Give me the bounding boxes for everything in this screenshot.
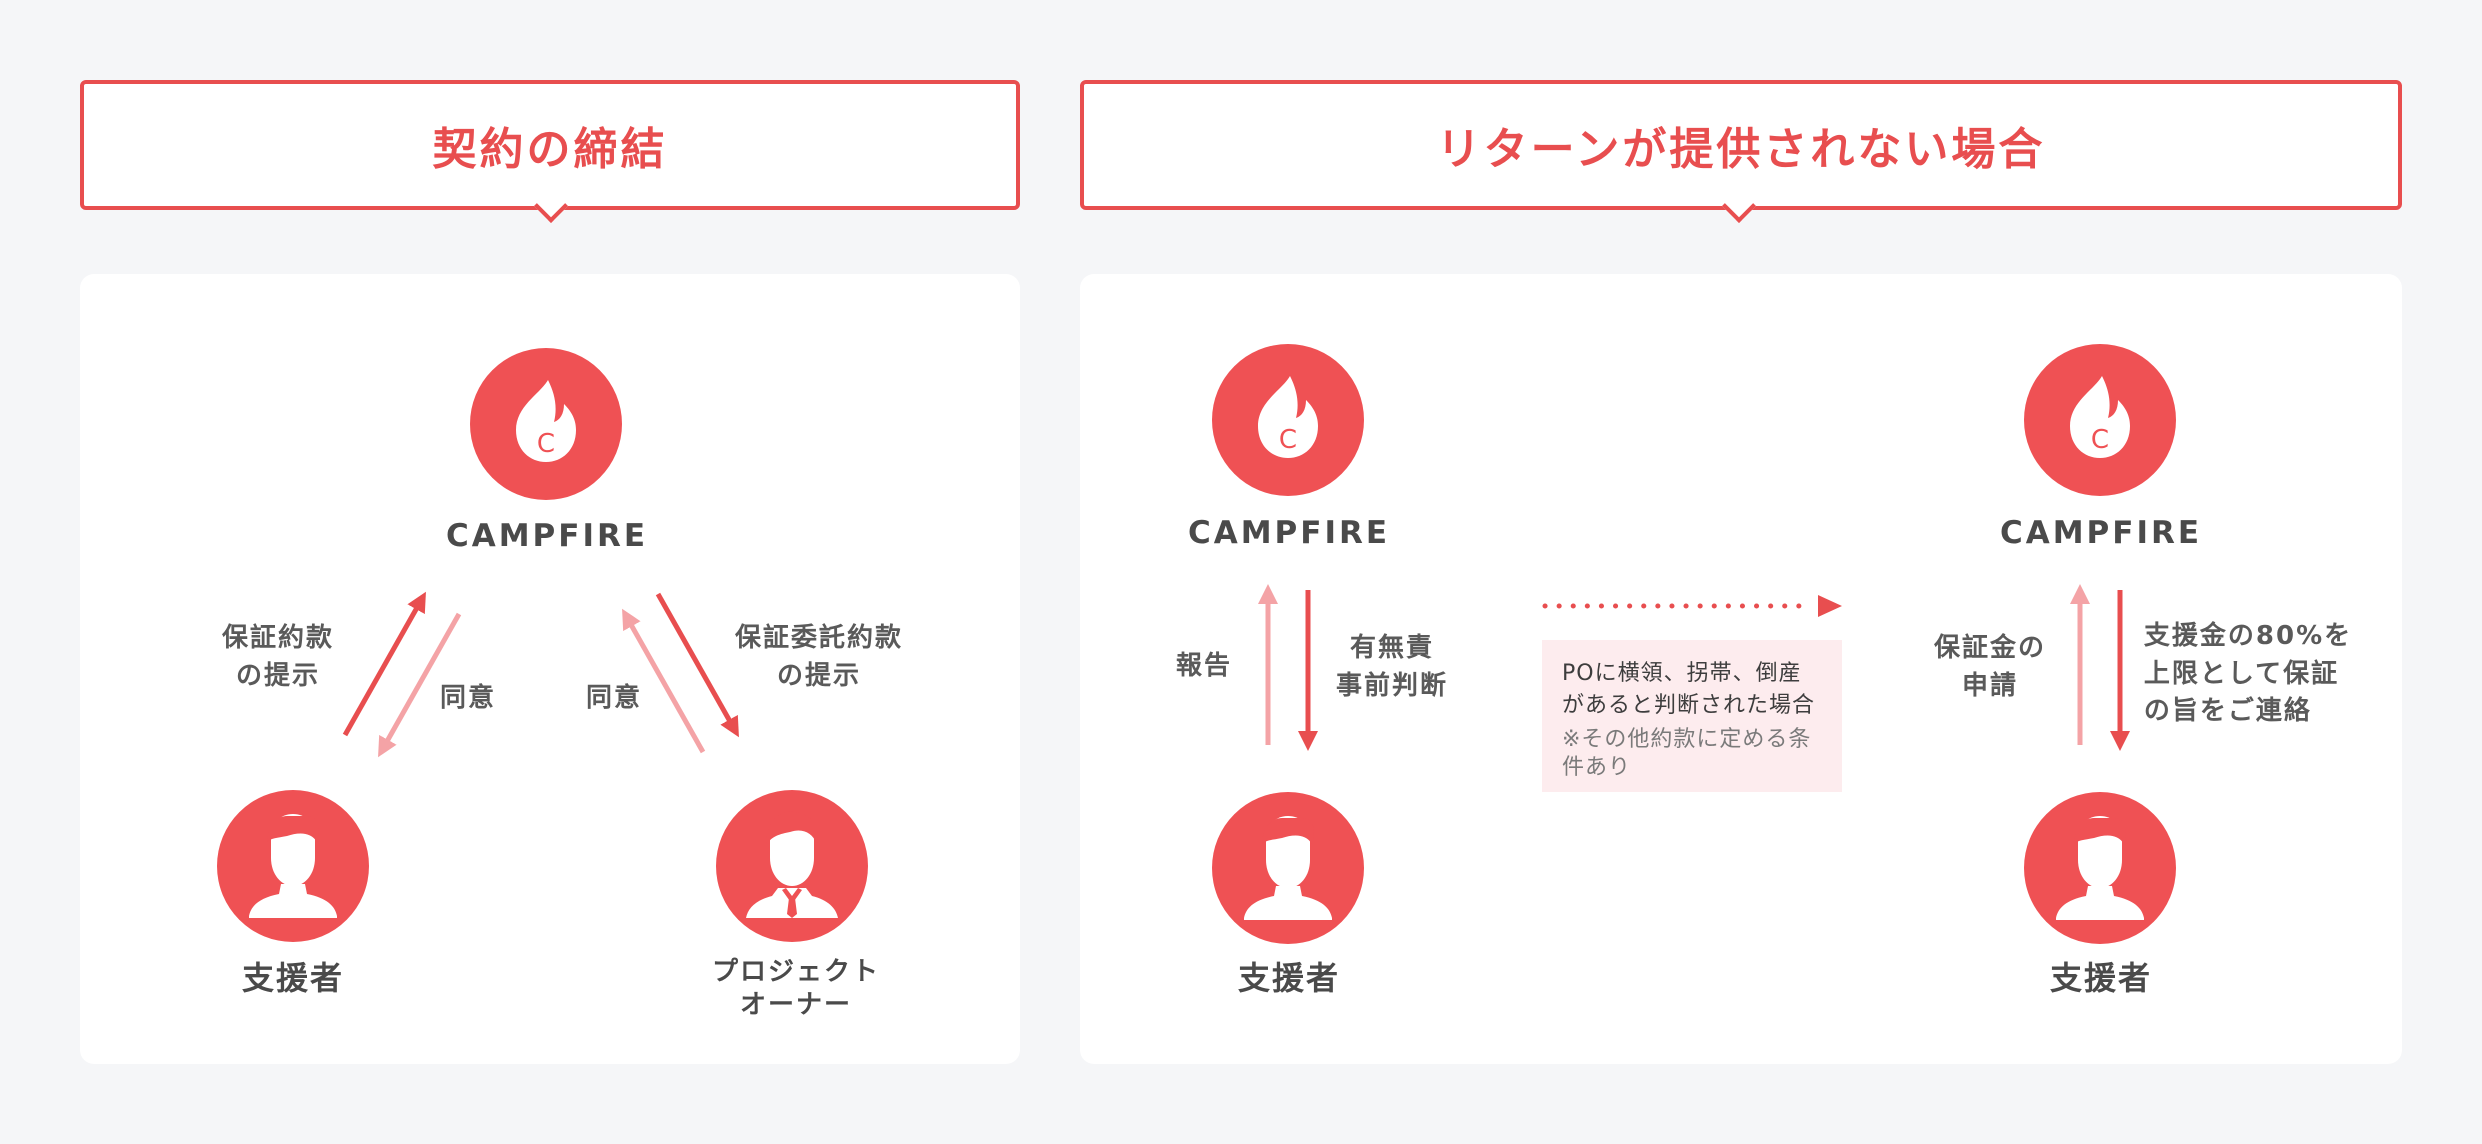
supporter-label: 支援者 [241,959,345,997]
annotation-supporter-agree: 同意 [439,683,497,713]
supporter-person-icon-left [1212,792,1364,944]
annotation-contact: 支援金の80%を 上限として保証 の旨をご連絡 [2143,621,2353,727]
condition-note-sub: ※その他約款に定める条 件あり [1562,726,1812,781]
campfire-label-right: CAMPFIRE [1999,515,2203,551]
campfire-logo-icon-right [2024,344,2176,496]
project-owner-label: プロジェクト オーナー [711,957,881,1020]
supporter-person-icon [217,790,369,942]
supporter-person-icon-right [2024,792,2176,944]
annotation-terms-offer: 保証約款 の提示 [221,623,335,691]
annotation-apply: 保証金の 申請 [1933,633,2047,701]
arrow-supporter-agree [378,612,462,758]
condition-note: POに横領、拐帯、倒産 があると判断された場合 ※その他約款に定める条 件あり [1542,640,1842,792]
annotation-trust-terms-offer: 保証委託約款 の提示 [734,623,904,691]
annotation-report: 報告 [1175,651,1233,681]
arrow-campfire-to-owner-offer [655,592,739,738]
left-section-title-box: 契約の締結 [80,80,1020,210]
right-section-title: リターンが提供されない場合 [1436,124,2046,175]
condition-note-main: POに横領、拐帯、倒産 があると判断された場合 [1562,661,1816,718]
arrow-owner-agree [622,608,706,754]
dotted-arrow-head [1818,595,1842,617]
project-owner-person-icon [716,790,868,942]
annotation-owner-agree: 同意 [585,683,643,713]
campfire-label-left: CAMPFIRE [1187,515,1391,551]
campfire-logo-icon [470,348,622,500]
left-section-title: 契約の締結 [432,124,668,175]
right-section-title-box: リターンが提供されない場合 [1080,80,2402,210]
annotation-judgement: 有無責 事前判断 [1335,633,1449,701]
campfire-logo-icon-left [1212,344,1364,496]
supporter-label-right: 支援者 [2049,959,2153,997]
arrow-campfire-to-supporter-offer [342,591,426,737]
campfire-label: CAMPFIRE [445,518,649,554]
supporter-label-left: 支援者 [1237,959,1341,997]
